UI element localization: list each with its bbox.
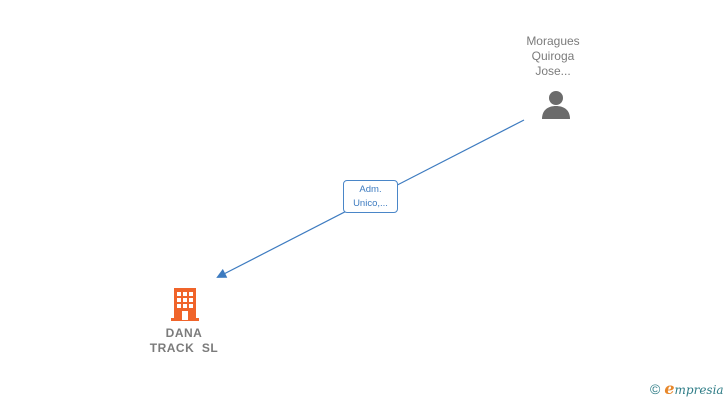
company-name-line-1: DANA [165, 326, 203, 340]
person-node-label[interactable]: Moragues Quiroga Jose... [497, 34, 609, 79]
person-icon[interactable] [540, 89, 572, 119]
person-name-line-2: Quiroga [531, 49, 575, 63]
brand-logo-first-letter: e [664, 378, 675, 398]
brand-footer: © empresia [650, 380, 724, 398]
building-icon[interactable] [169, 286, 201, 322]
brand-logo-rest: mpresia [674, 382, 724, 397]
brand-logo: empresia [664, 378, 724, 398]
company-name-line-2: TRACK SL [149, 341, 219, 355]
relationship-label-line-2: Unico,... [353, 198, 388, 209]
person-name-line-3: Jose... [535, 64, 571, 78]
relationship-label-line-1: Adm. [359, 184, 382, 195]
copyright-icon: © [650, 381, 661, 397]
relationship-label[interactable]: Adm. Unico,... [343, 180, 398, 213]
company-node-label[interactable]: DANA TRACK SL [128, 326, 240, 356]
person-name-line-1: Moragues [526, 34, 580, 48]
